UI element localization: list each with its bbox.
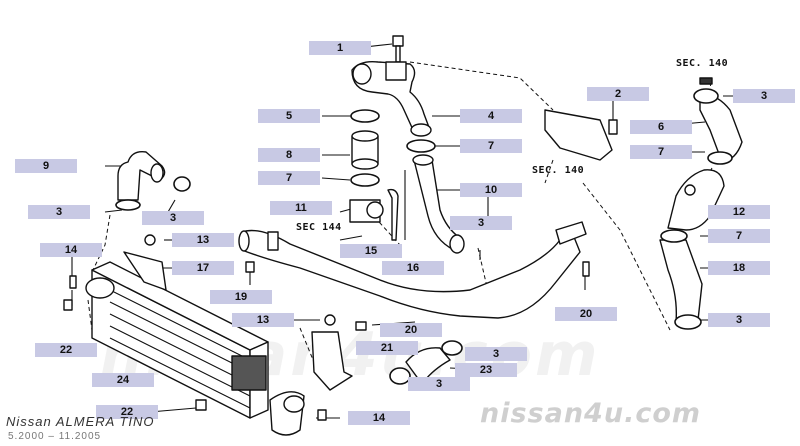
section-ref-middle: SEC. 140: [532, 165, 585, 176]
part-clamp-5: [350, 109, 380, 123]
part-elbow-hose-9: [115, 151, 191, 211]
callout-23: 23: [455, 363, 517, 377]
part-bracket-2: [544, 109, 618, 161]
part-pipe-12: [667, 169, 725, 231]
callout-2: 2: [587, 87, 649, 101]
part-hose-23: [389, 340, 463, 385]
part-bracket-21: [311, 331, 353, 391]
callout-19: 19: [210, 290, 272, 304]
callout-5: 5: [258, 109, 320, 123]
part-hose-6: [693, 88, 743, 165]
part-air-duct-4: [351, 60, 432, 137]
model-name: Nissan ALMERA TINO: [6, 414, 155, 429]
callout-14-b: 14: [348, 411, 410, 425]
callout-12: 12: [708, 205, 770, 219]
part-bracket-17: [123, 251, 167, 291]
callout-16: 16: [382, 261, 444, 275]
callout-13-b: 13: [232, 313, 294, 327]
callout-20-b: 20: [380, 323, 442, 337]
callout-6: 6: [630, 120, 692, 134]
callout-18: 18: [708, 261, 770, 275]
callout-15: 15: [340, 244, 402, 258]
section-ref-top-right: SEC. 140: [676, 58, 729, 69]
part-valve-11: [349, 188, 399, 241]
production-dates: 5.2000 – 11.2005: [8, 431, 102, 442]
callout-14-a: 14: [40, 243, 102, 257]
part-bolt-1: [392, 35, 404, 63]
callout-3-a: 3: [28, 205, 90, 219]
watermark-small: nissan4u.com: [480, 398, 702, 429]
section-ref-left: SEC 144: [296, 222, 342, 233]
part-intercooler-24: [85, 261, 305, 436]
callout-21: 21: [356, 341, 418, 355]
callout-3-e: 3: [465, 347, 527, 361]
part-pipe-16: [238, 221, 587, 319]
callout-4: 4: [460, 109, 522, 123]
callout-20-a: 20: [555, 307, 617, 321]
small-fasteners: [63, 77, 713, 421]
callout-11: 11: [270, 201, 332, 215]
callout-3-d: 3: [708, 313, 770, 327]
callout-13-a: 13: [172, 233, 234, 247]
callout-3-b: 3: [142, 211, 204, 225]
callout-9: 9: [15, 159, 77, 173]
part-hose-10: [412, 154, 465, 254]
callout-1: 1: [309, 41, 371, 55]
callout-7-a: 7: [460, 139, 522, 153]
callout-3-c: 3: [450, 216, 512, 230]
part-clamp-7-upper: [350, 139, 436, 187]
callout-17: 17: [172, 261, 234, 275]
callout-10: 10: [460, 183, 522, 197]
callout-3-topright: 3: [733, 89, 795, 103]
callout-22-b: 22: [96, 405, 158, 419]
part-hose-18: [659, 229, 703, 330]
callout-8: 8: [258, 148, 320, 162]
callout-7-d: 7: [708, 229, 770, 243]
callout-3-f: 3: [408, 377, 470, 391]
callout-24: 24: [92, 373, 154, 387]
part-connector-8: [351, 130, 379, 170]
callout-7-b: 7: [630, 145, 692, 159]
callout-7-c: 7: [258, 171, 320, 185]
callout-22-a: 22: [35, 343, 97, 357]
